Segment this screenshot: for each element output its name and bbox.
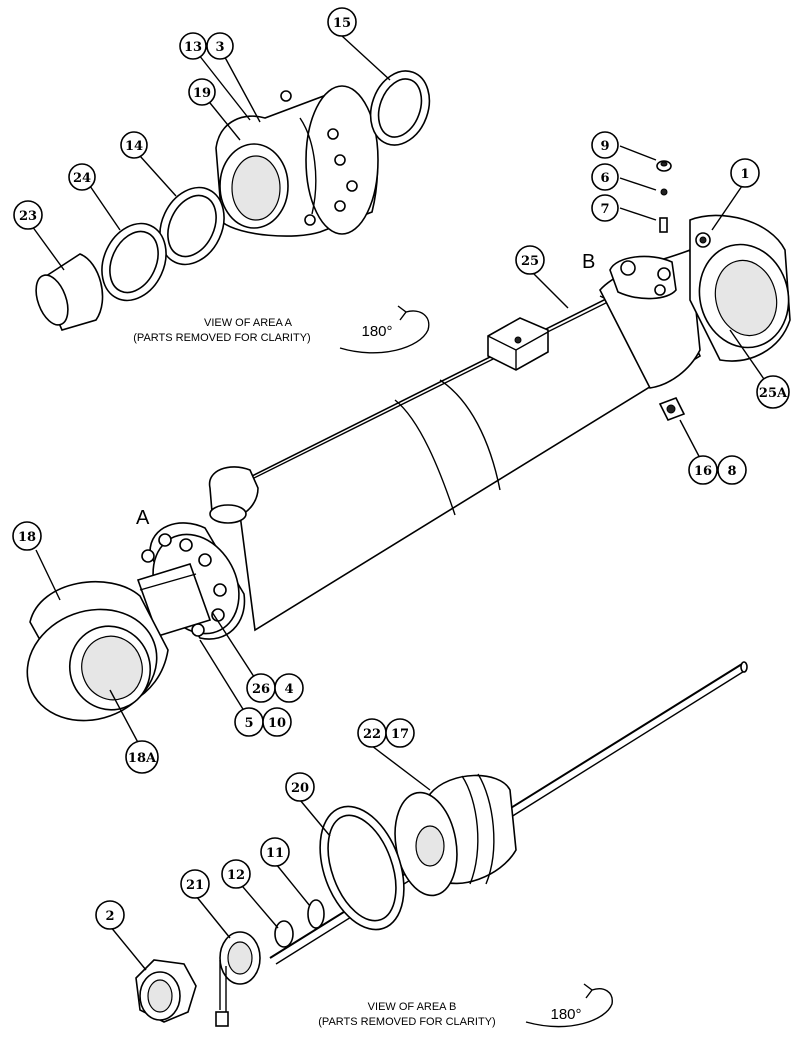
callout-7: 7 bbox=[591, 194, 619, 222]
callout-3: 3 bbox=[206, 32, 234, 60]
view-a-caption-line1: VIEW OF AREA A bbox=[204, 317, 293, 329]
piston-22 bbox=[394, 773, 517, 897]
svg-text:8: 8 bbox=[727, 464, 736, 479]
view-b-caption-line2: (PARTS REMOVED FOR CLARITY) bbox=[318, 1016, 495, 1028]
callout-18A: 18A bbox=[125, 740, 159, 774]
callout-10: 10 bbox=[262, 707, 292, 737]
sensor-21 bbox=[215, 931, 261, 1027]
svg-text:24: 24 bbox=[73, 171, 91, 186]
callout-20: 20 bbox=[285, 772, 315, 802]
svg-text:22: 22 bbox=[363, 727, 381, 742]
area-label-a: A bbox=[136, 507, 150, 529]
svg-text:7: 7 bbox=[600, 202, 609, 217]
callout-15: 15 bbox=[327, 7, 357, 37]
callout-16: 16 bbox=[688, 455, 718, 485]
callout-12: 12 bbox=[221, 859, 251, 889]
callout-21: 21 bbox=[180, 869, 210, 899]
callout-24: 24 bbox=[68, 163, 96, 191]
rod-end-eye bbox=[26, 580, 169, 722]
svg-text:13: 13 bbox=[184, 40, 202, 55]
rotation-arrow-a bbox=[339, 305, 430, 354]
view-b-caption-line1: VIEW OF AREA B bbox=[368, 1001, 457, 1013]
area-label-b: B bbox=[582, 251, 595, 273]
svg-text:10: 10 bbox=[268, 716, 286, 731]
callout-6: 6 bbox=[591, 163, 619, 191]
callout-18: 18 bbox=[12, 521, 42, 551]
svg-text:1: 1 bbox=[740, 167, 749, 182]
svg-text:14: 14 bbox=[125, 139, 143, 154]
spacer-12 bbox=[274, 920, 294, 948]
leader-lines bbox=[31, 35, 767, 971]
port-boss bbox=[487, 317, 549, 371]
callout-1: 1 bbox=[730, 158, 760, 188]
svg-text:11: 11 bbox=[266, 846, 284, 861]
seal-14 bbox=[159, 186, 225, 266]
callout-8: 8 bbox=[717, 455, 747, 485]
cap-end bbox=[599, 214, 791, 422]
svg-text:6: 6 bbox=[600, 171, 609, 186]
svg-text:15: 15 bbox=[333, 16, 351, 31]
svg-text:25: 25 bbox=[521, 254, 539, 269]
callout-2: 2 bbox=[95, 900, 125, 930]
callout-25A: 25A bbox=[756, 375, 790, 409]
view-a-rotation: 180° bbox=[361, 323, 392, 340]
callout-11: 11 bbox=[260, 837, 290, 867]
callout-4: 4 bbox=[274, 673, 304, 703]
svg-text:5: 5 bbox=[244, 716, 253, 731]
rotation-arrow-b bbox=[525, 983, 613, 1028]
svg-text:21: 21 bbox=[186, 878, 204, 893]
callout-25: 25 bbox=[515, 245, 545, 275]
collar-11 bbox=[307, 899, 325, 929]
svg-text:25A: 25A bbox=[759, 386, 788, 401]
svg-text:18: 18 bbox=[18, 530, 36, 545]
svg-text:2: 2 bbox=[105, 909, 114, 924]
svg-text:26: 26 bbox=[252, 682, 270, 697]
view-a-caption-line2: (PARTS REMOVED FOR CLARITY) bbox=[133, 332, 310, 344]
callout-23: 23 bbox=[13, 200, 43, 230]
svg-text:16: 16 bbox=[694, 464, 712, 479]
callout-13: 13 bbox=[179, 32, 207, 60]
callout-19: 19 bbox=[188, 78, 216, 106]
seal-24 bbox=[101, 222, 167, 302]
svg-text:4: 4 bbox=[284, 682, 293, 697]
callout-22: 22 bbox=[357, 718, 387, 748]
seal-20 bbox=[319, 805, 405, 931]
head-gland-19 bbox=[215, 85, 379, 237]
view-b-rotation: 180° bbox=[550, 1006, 581, 1023]
callout-17: 17 bbox=[385, 718, 415, 748]
callout-5: 5 bbox=[234, 707, 264, 737]
nut-2 bbox=[135, 959, 197, 1023]
svg-text:18A: 18A bbox=[128, 751, 157, 766]
grease-fitting-parts bbox=[656, 160, 672, 233]
svg-text:12: 12 bbox=[227, 868, 245, 883]
svg-text:20: 20 bbox=[291, 781, 309, 796]
svg-text:9: 9 bbox=[600, 139, 609, 154]
callout-9: 9 bbox=[591, 131, 619, 159]
svg-text:23: 23 bbox=[19, 209, 37, 224]
seal-15 bbox=[369, 70, 431, 146]
callout-14: 14 bbox=[120, 131, 148, 159]
callout-26: 26 bbox=[246, 673, 276, 703]
bushing-23 bbox=[35, 253, 104, 331]
svg-text:3: 3 bbox=[215, 40, 224, 55]
elbow-fitting bbox=[208, 466, 259, 524]
svg-text:19: 19 bbox=[193, 86, 211, 101]
svg-text:17: 17 bbox=[391, 727, 409, 742]
